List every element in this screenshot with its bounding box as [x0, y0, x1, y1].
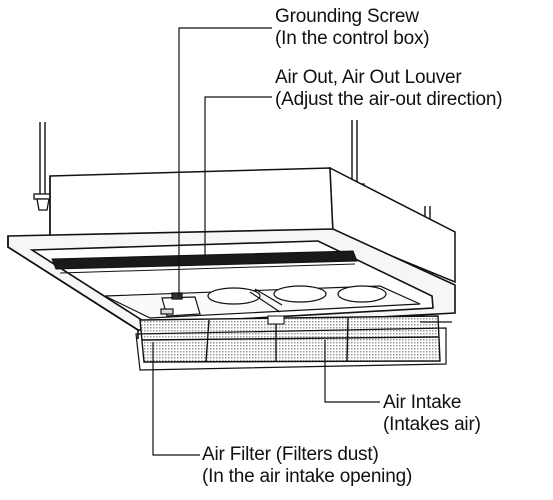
- air-filter-grille: [135, 315, 447, 371]
- label-air-out-line1: Air Out, Air Out Louver: [275, 67, 462, 88]
- label-air-intake-line1: Air Intake: [383, 392, 462, 413]
- label-air-out: Air Out, Air Out Louver (Adjust the air-…: [275, 67, 503, 111]
- label-grounding-screw-line2: (In the control box): [275, 28, 430, 49]
- label-air-filter-line2: (In the air intake opening): [202, 466, 413, 487]
- leader-lines: [152, 27, 452, 456]
- label-grounding-screw: Grounding Screw (In the control box): [275, 6, 430, 50]
- control-box: [160, 292, 201, 317]
- label-air-out-line2: (Adjust the air-out direction): [275, 89, 503, 110]
- air-out-louver: [51, 250, 358, 274]
- label-air-filter-line1: Air Filter (Filters dust): [202, 444, 379, 465]
- unit-body: [49, 166, 456, 284]
- label-air-filter: Air Filter (Filters dust) (In the air in…: [202, 444, 412, 488]
- label-air-intake: Air Intake (Intakes air): [383, 392, 481, 436]
- label-grounding-screw-line1: Grounding Screw: [275, 6, 419, 27]
- label-air-intake-line2: (Intakes air): [383, 414, 481, 435]
